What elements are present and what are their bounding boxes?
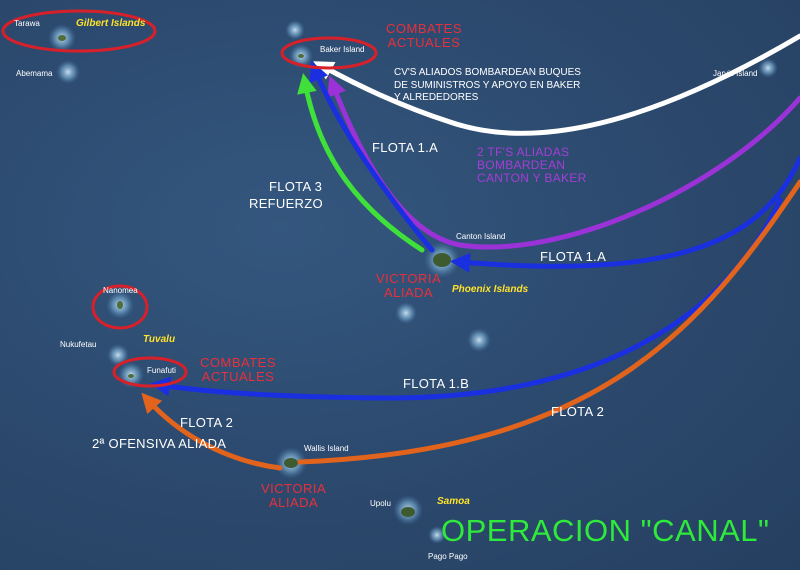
label-nukufetau: Nukufetau [60,340,97,349]
route-purple-tf [327,75,800,250]
combat-circles [1,9,378,388]
label-tarawa: Tarawa [14,19,40,28]
label-baker-island: Baker Island [320,45,365,54]
islands [48,20,778,544]
combates-baker-line1: COMBATES [386,21,462,36]
label-abemama: Abemama [16,69,53,78]
red-circle-baker [280,36,378,70]
route-white-cv [313,33,800,136]
label-funafuti: Funafuti [147,366,176,375]
red-circle-tarawa [1,9,157,53]
island-abemama [56,60,80,84]
route-orange-flota-2 [297,179,800,465]
tf-line3: CANTON Y BAKER [477,171,587,186]
island-pago-pago [428,526,446,544]
victoria-canton-line1: VICTORIA [376,271,442,286]
label-canton-island: Canton Island [456,232,506,241]
island-phoenix-south [395,302,417,324]
map-title: OPERACION "CANAL" [441,513,770,548]
route-blue-flota-1a [450,155,800,273]
flota-3-line1: FLOTA 3 [269,179,323,194]
label-flota-2-right: FLOTA 2 [551,404,605,419]
flota-3-line2: REFUERZO [249,196,323,212]
cv-line1: CV'S ALIADOS BOMBARDEAN BUQUES [394,67,581,78]
cv-line2: DE SUMINISTROS Y APOYO EN BAKER [394,79,581,91]
label-flota-3: FLOTA 3 REFUERZO [249,179,323,212]
tf-annotation: 2 TF'S ALIADAS BOMBARDEAN CANTON Y BAKER [477,145,587,186]
island-baker-north [285,20,305,40]
routes [141,33,800,471]
red-circle-nanomea [91,284,149,330]
label-gilbert-islands: Gilbert Islands [76,18,146,29]
combates-baker: COMBATES ACTUALES [386,21,462,51]
cv-line3: Y ALREDEDORES [394,92,479,103]
label-tuvalu: Tuvalu [143,334,176,345]
combates-funafuti-line2: ACTUALES [201,369,275,385]
route-orange-flota-2-return [141,392,283,471]
tf-line2: BOMBARDEAN [477,158,566,173]
victoria-wallis-line1: VICTORIA [261,481,327,496]
route-green-flota-3 [297,73,425,253]
label-nanomea: Nanomea [103,286,138,295]
combates-baker-line2: ACTUALES [387,35,461,51]
label-phoenix-islands: Phoenix Islands [452,284,529,295]
label-flota-2-left: FLOTA 2 [180,415,234,430]
label-ofensiva: 2ª OFENSIVA ALIADA [92,436,227,451]
combates-funafuti: COMBATES ACTUALES [200,355,276,385]
victoria-canton-line2: ALIADA [383,285,434,301]
label-flota-1a-top: FLOTA 1.A [372,140,439,155]
combates-funafuti-line1: COMBATES [200,355,276,370]
victoria-wallis-line2: ALIADA [268,495,319,511]
label-upolu: Upolu [370,499,391,508]
victoria-wallis: VICTORIA ALIADA [261,481,327,511]
tf-line1: 2 TF'S ALIADAS [477,145,570,159]
victoria-canton: VICTORIA ALIADA [376,271,442,301]
red-circle-funafuti [112,356,188,388]
island-jarvis [758,58,778,78]
label-flota-1a-right: FLOTA 1.A [540,249,607,264]
island-nukufetau [107,344,129,366]
label-flota-1b: FLOTA 1.B [403,376,470,391]
cv-annotation: CV'S ALIADOS BOMBARDEAN BUQUES DE SUMINI… [394,67,581,105]
island-phoenix-east [467,328,491,352]
label-wallis-island: Wallis Island [304,444,349,453]
route-blue-flota-1a-north [309,60,435,253]
label-jarvis-island: Jarvis Island [713,69,758,78]
label-pago-pago: Pago Pago [428,552,468,561]
label-samoa: Samoa [437,496,470,507]
